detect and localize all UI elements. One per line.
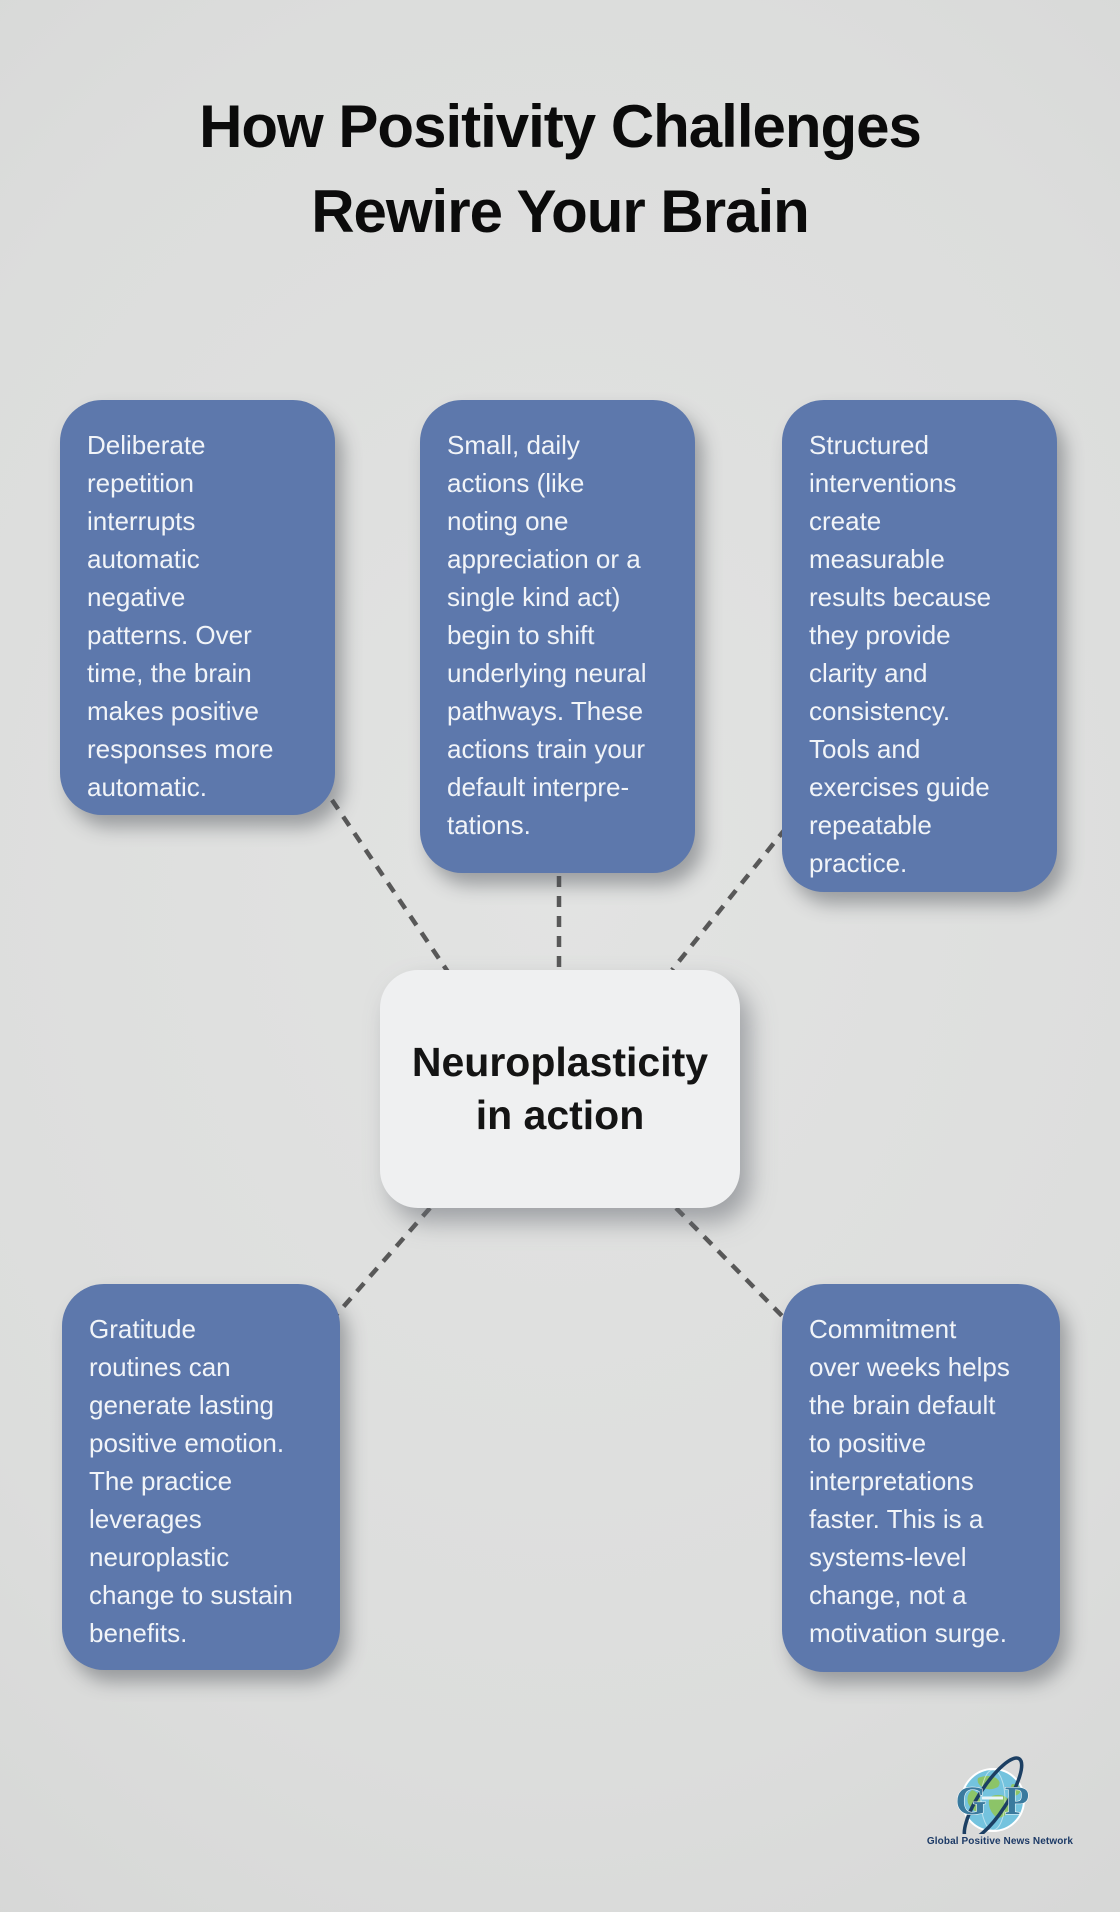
card-text: Gratitude routines can generate lasting … (89, 1314, 293, 1648)
card-text: Deliberate repetition interrupts automat… (87, 430, 274, 802)
card-commitment-over-weeks: Commitment over weeks helps the brain de… (782, 1284, 1060, 1672)
connector-line (674, 1206, 790, 1324)
globe-icon: G P (955, 1756, 1030, 1834)
logo-monogram-g: G (955, 1778, 986, 1823)
page-title: How Positivity Challenges Rewire Your Br… (199, 93, 922, 245)
connector-line (328, 1206, 432, 1324)
logo-caption: Global Positive News Network (926, 1836, 1074, 1847)
card-small-daily-actions: Small, daily actions (like noting one ap… (420, 400, 695, 873)
center-node-label: Neuroplasticity in action (411, 1039, 709, 1138)
card-deliberate-repetition: Deliberate repetition interrupts automat… (60, 400, 335, 815)
logo-monogram-p: P (1005, 1778, 1029, 1823)
center-node-neuroplasticity: Neuroplasticity in action (380, 970, 740, 1208)
card-structured-interventions: Structured interventions create measurab… (782, 400, 1057, 892)
card-gratitude-routines: Gratitude routines can generate lasting … (62, 1284, 340, 1670)
card-text: Small, daily actions (like noting one ap… (447, 430, 647, 840)
gpnn-logo: G P Global Positive News Network (920, 1750, 1080, 1860)
card-text: Commitment over weeks helps the brain de… (809, 1314, 1010, 1648)
card-text: Structured interventions create measurab… (809, 430, 992, 878)
